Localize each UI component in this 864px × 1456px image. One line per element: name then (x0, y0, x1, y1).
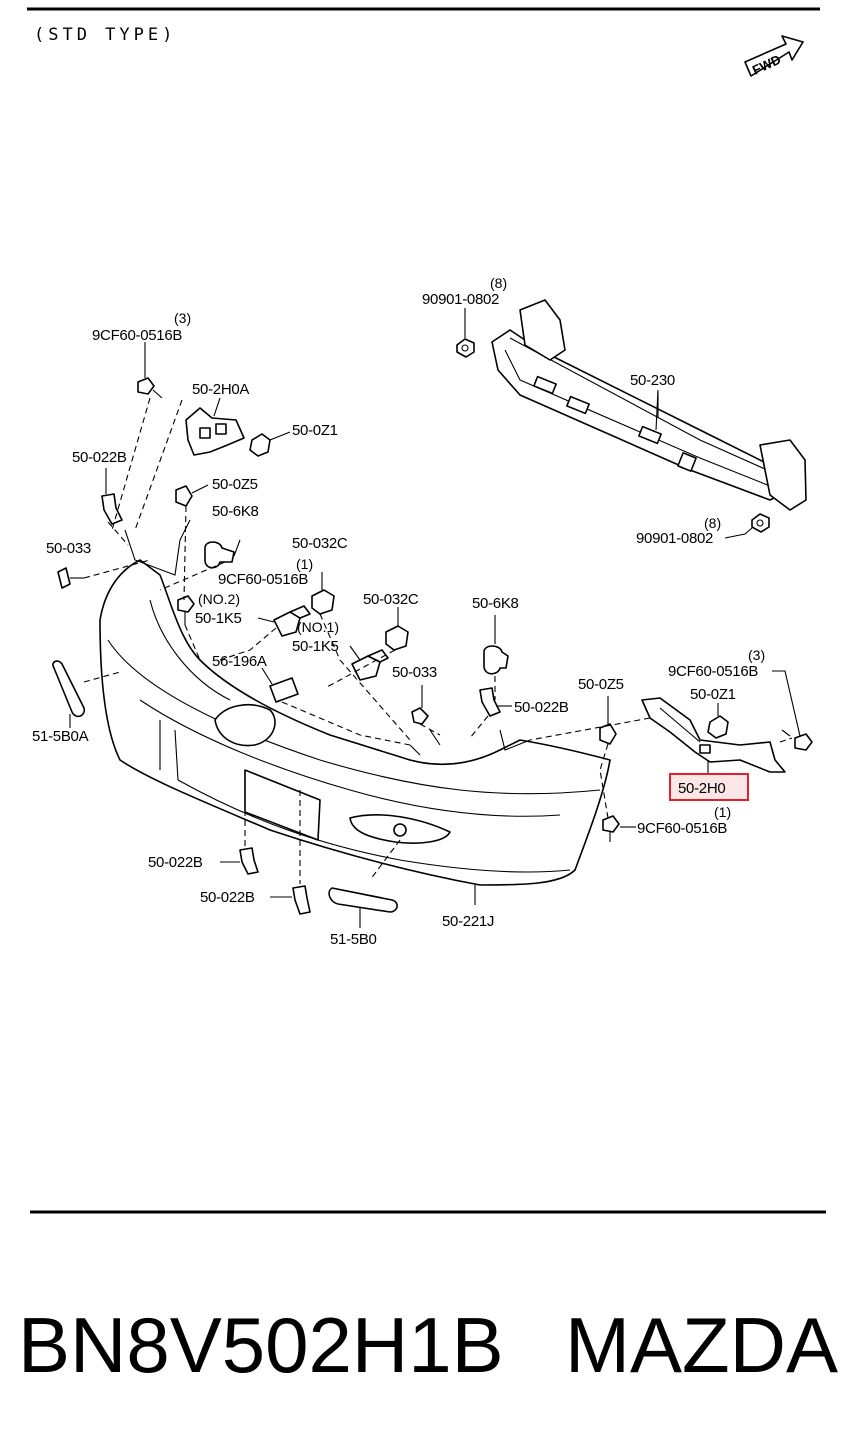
label-part-number: 50-0Z5 (578, 676, 624, 693)
label-part-number: 50-230 (630, 372, 675, 389)
label-part-number: 50-0Z1 (292, 422, 338, 439)
grommet-56-196a-icon (261, 667, 299, 703)
fwd-label: FWD (750, 52, 783, 78)
label-part-number: 9CF60-0516B (637, 820, 727, 837)
clip-50-0z5-right-icon (599, 696, 617, 745)
nut-50-0z1-right-icon (707, 703, 729, 739)
label-qty: (1) (296, 556, 313, 572)
label-part-number: 50-1K5 (195, 610, 242, 627)
label-part-number: 9CF60-0516B (668, 663, 758, 680)
clip-50-1k5-upper-icon (257, 605, 311, 637)
clip-50-022b-left-icon (101, 468, 123, 525)
label-part-number: 50-6K8 (212, 503, 259, 520)
label-part-number: 51-5B0 (330, 931, 377, 948)
clip-50-022b-low2-icon (270, 885, 311, 915)
bolt-9cf60-mid-icon (177, 595, 195, 625)
clip-50-6k8-left-icon (204, 539, 241, 569)
label-part-number: 50-033 (392, 664, 437, 681)
label-part-number: 50-2H0A (192, 381, 249, 398)
label-part-number: 50-022B (514, 699, 569, 716)
clip-50-0z5-left-icon (175, 484, 209, 507)
bracket-50-2h0a-icon (185, 397, 245, 456)
nut-50-032c-left-icon (311, 572, 335, 615)
highlight-box (669, 773, 749, 801)
label-note: (NO.2) (198, 591, 240, 607)
label-part-number: 50-0Z1 (690, 686, 736, 703)
label-part-number: 9CF60-0516B (92, 327, 182, 344)
nut-50-0z1-left-icon (249, 431, 291, 457)
label-part-number: 51-5B0A (32, 728, 89, 745)
bumper-reinforcement (491, 299, 807, 511)
label-note: (NO.1) (297, 619, 339, 635)
label-qty: (3) (174, 310, 191, 326)
label-part-number: 50-022B (200, 889, 255, 906)
nut-90901-bottom-icon (724, 513, 770, 539)
screw-50-033-left-icon (57, 567, 84, 589)
label-qty: (3) (748, 647, 765, 663)
label-part-number: 50-221J (442, 913, 494, 930)
footer-part-number: BN8V502H1B (18, 1301, 504, 1389)
label-part-number: 9CF60-0516B (218, 571, 308, 588)
label-part-number: 90901-0802 (636, 530, 713, 547)
type-label: (STD TYPE) (34, 25, 176, 45)
label-part-number: 56-196A (212, 653, 267, 670)
label-part-number: 50-022B (72, 449, 127, 466)
fwd-arrow-icon: FWD (744, 35, 804, 78)
nut-50-032c-right-icon (385, 607, 409, 651)
label-part-number-highlighted: 50-2H0 (678, 780, 725, 797)
bumper-cover (99, 519, 611, 886)
bolt-9cf60-right-icon (772, 670, 813, 751)
label-qty: (8) (490, 275, 507, 291)
screw-50-033-right-icon (411, 685, 429, 725)
bracket-50-2h0-icon (641, 697, 786, 775)
label-part-number: 50-6K8 (472, 595, 519, 612)
label-part-number: 50-0Z5 (212, 476, 258, 493)
label-qty: (1) (714, 804, 731, 820)
reflector-51-5b0-icon (328, 887, 398, 928)
clip-50-6k8-right-icon (483, 615, 509, 675)
clip-50-022b-mid-icon (479, 687, 512, 717)
clip-50-022b-low1-icon (220, 847, 259, 875)
label-part-number: 90901-0802 (422, 291, 499, 308)
reflector-51-5b0a-icon (52, 660, 86, 728)
label-part-number: 50-033 (46, 540, 91, 557)
footer-brand: MAZDA (565, 1301, 838, 1389)
nut-90901-top-icon (456, 308, 475, 358)
label-part-number: 50-032C (363, 591, 419, 608)
assembly-guide-lines (83, 397, 793, 884)
bolt-9cf60-lower-right-icon (602, 815, 636, 842)
clip-50-1k5-lower-icon (349, 645, 389, 681)
label-qty: (8) (704, 515, 721, 531)
label-part-number: 50-022B (148, 854, 203, 871)
label-part-number: 50-032C (292, 535, 348, 552)
label-part-number: 50-1K5 (292, 638, 339, 655)
bolt-9cf60-top-icon (137, 342, 163, 399)
